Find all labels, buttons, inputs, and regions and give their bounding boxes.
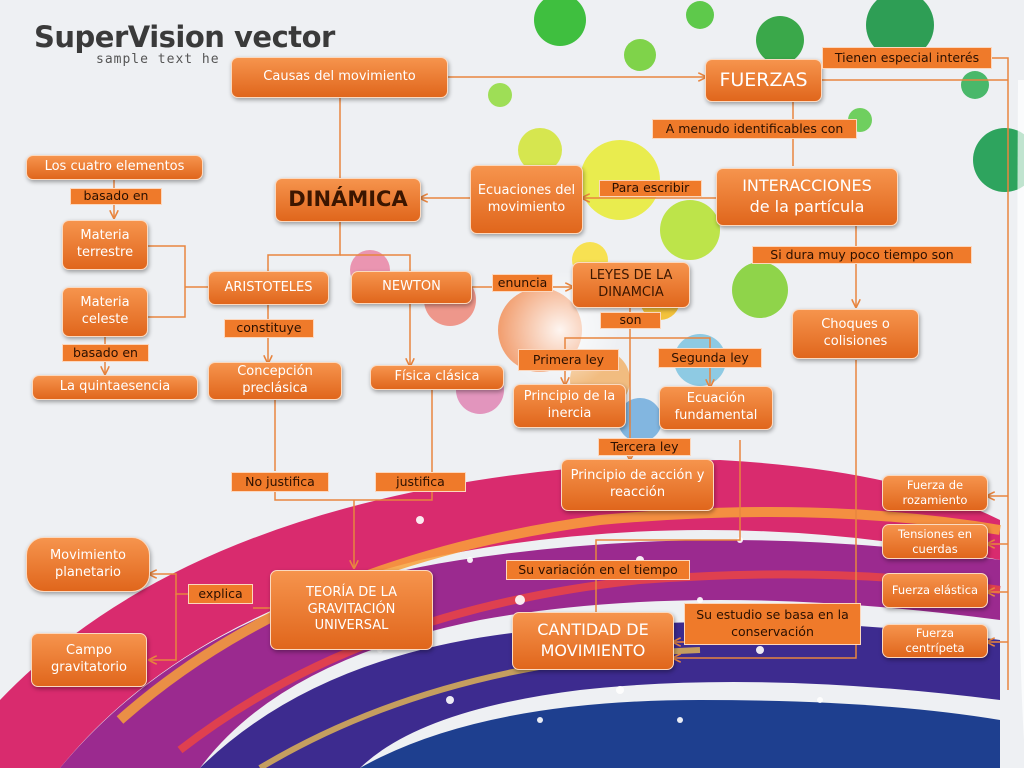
node-causas-del-movimiento[interactable]: Causas del movimiento: [231, 57, 448, 98]
logo-title: SuperVision vector: [34, 20, 335, 54]
label-segunda-ley: Segunda ley: [658, 348, 762, 368]
label-basado-en-1: basado en: [70, 188, 162, 205]
node-tensiones-cuerdas[interactable]: Tensiones en cuerdas: [882, 524, 988, 559]
label-basado-en-2: basado en: [62, 344, 149, 362]
node-newton[interactable]: NEWTON: [351, 271, 472, 304]
node-cantidad-movimiento[interactable]: CANTIDAD DE MOVIMIENTO: [512, 612, 674, 670]
node-concepcion-preclasica[interactable]: Concepción preclásica: [208, 362, 342, 400]
label-constituye: constituye: [224, 319, 314, 338]
label-a-menudo-identificables: A menudo identificables con: [652, 119, 857, 139]
node-interacciones[interactable]: INTERACCIONES de la partícula: [716, 168, 898, 226]
node-materia-terrestre[interactable]: Materia terrestre: [62, 220, 148, 270]
label-primera-ley: Primera ley: [518, 349, 619, 371]
label-no-justifica: No justifica: [231, 472, 329, 492]
label-tienen-especial-interes: Tienen especial interés: [822, 47, 992, 69]
node-fuerza-rozamiento[interactable]: Fuerza de rozamiento: [882, 475, 988, 511]
node-cuatro-elementos[interactable]: Los cuatro elementos: [26, 155, 203, 180]
node-dinamica[interactable]: DINÁMICA: [275, 178, 421, 222]
node-campo-gravitatorio[interactable]: Campo gravitatorio: [31, 633, 147, 687]
node-fuerza-centripeta[interactable]: Fuerza centrípeta: [882, 624, 988, 658]
node-principio-inercia[interactable]: Principio de la inercia: [513, 384, 626, 428]
label-para-escribir: Para escribir: [599, 180, 702, 197]
node-choques-colisiones[interactable]: Choques o colisiones: [792, 309, 919, 359]
logo-subtitle: sample text he: [96, 52, 220, 67]
node-quintaesencia[interactable]: La quintaesencia: [32, 375, 198, 400]
node-aristoteles[interactable]: ARISTOTELES: [208, 271, 329, 305]
label-su-variacion-tiempo: Su variación en el tiempo: [506, 560, 690, 580]
node-leyes-dinamica[interactable]: LEYES DE LA DINAMCIA: [572, 262, 690, 308]
node-fuerzas[interactable]: FUERZAS: [705, 59, 822, 102]
interacciones-line-1: INTERACCIONES: [742, 176, 872, 196]
node-ecuaciones-movimiento[interactable]: Ecuaciones del movimiento: [470, 165, 583, 234]
node-fisica-clasica[interactable]: Física clásica: [370, 365, 504, 390]
interacciones-line-2: de la partícula: [749, 197, 865, 216]
label-son: son: [600, 312, 661, 329]
node-ecuacion-fundamental[interactable]: Ecuación fundamental: [659, 386, 773, 430]
label-tercera-ley: Tercera ley: [598, 438, 691, 456]
label-justifica: justifica: [375, 472, 466, 492]
node-materia-celeste[interactable]: Materia celeste: [62, 287, 148, 337]
label-explica: explica: [188, 584, 253, 604]
node-fuerza-elastica[interactable]: Fuerza elástica: [882, 573, 988, 608]
node-accion-reaccion[interactable]: Principio de acción y reacción: [561, 459, 714, 511]
node-teoria-gravitacion[interactable]: TEORÍA DE LA GRAVITACIÓN UNIVERSAL: [270, 570, 433, 650]
node-movimiento-planetario[interactable]: Movimiento planetario: [26, 537, 150, 592]
label-si-dura-poco-tiempo: Si dura muy poco tiempo son: [752, 246, 972, 264]
label-su-estudio-conservacion: Su estudio se basa en la conservación: [684, 603, 861, 645]
label-enuncia: enuncia: [492, 274, 553, 292]
